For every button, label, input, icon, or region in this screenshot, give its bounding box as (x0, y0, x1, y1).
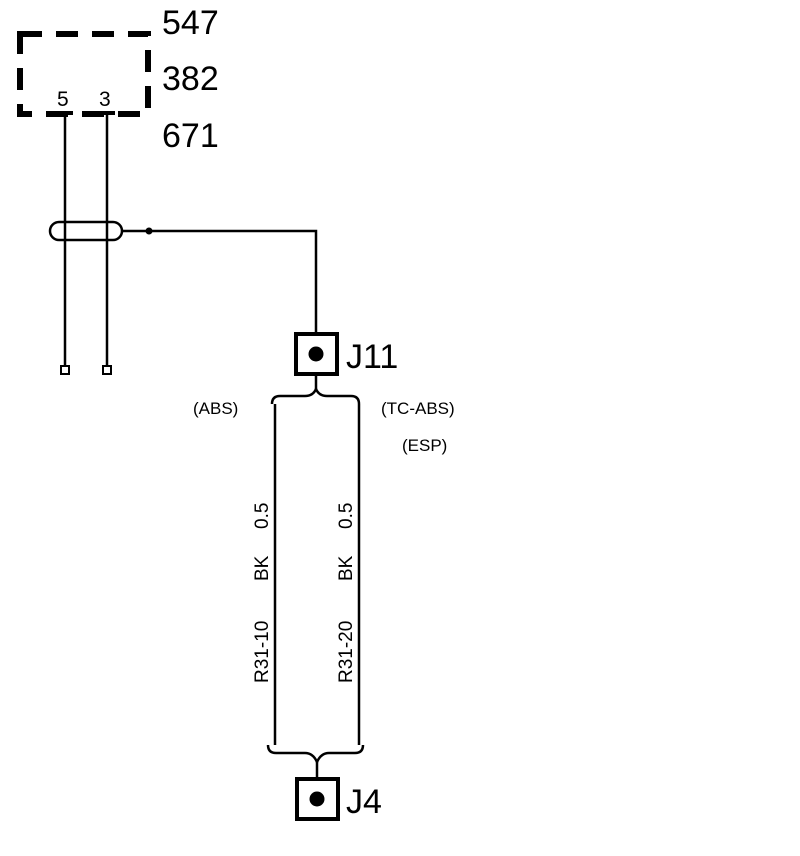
j4-connector-pin (309, 791, 325, 807)
wire-label-group-1: R31-10 BK 0.5 (252, 503, 273, 683)
j11-connector-pin (308, 346, 324, 362)
component-box (17, 31, 151, 117)
wire-end-terminal-5 (60, 365, 70, 375)
j11-label: J11 (346, 338, 398, 376)
component-code-1: 547 (162, 4, 219, 42)
wire-size-r31-10: 0.5 (252, 503, 273, 529)
pin-label-3: 3 (99, 88, 111, 111)
pin-label-5: 5 (57, 88, 69, 111)
shield-junction-dot (145, 227, 153, 235)
wire-id-r31-10: R31-10 (252, 621, 273, 683)
top-splice-brace (270, 385, 361, 405)
shield-oval (48, 220, 124, 242)
component-code-2: 382 (162, 60, 219, 98)
variant-label-tc-abs: (TC-ABS) (381, 399, 455, 418)
wire-label-group-2: R31-20 BK 0.5 (336, 503, 357, 683)
wire-size-r31-20: 0.5 (336, 503, 357, 529)
shield-drain-wire (122, 229, 318, 334)
wire-color-r31-20: BK (336, 555, 357, 581)
wire-id-r31-20: R31-20 (336, 621, 357, 683)
wire-end-terminal-3 (102, 365, 112, 375)
variant-label-abs: (ABS) (193, 399, 238, 418)
wire-color-r31-10: BK (252, 555, 273, 581)
j4-label: J4 (346, 783, 382, 821)
bottom-splice-brace (266, 744, 365, 766)
component-code-3: 671 (162, 117, 219, 155)
variant-label-esp: (ESP) (402, 436, 447, 455)
